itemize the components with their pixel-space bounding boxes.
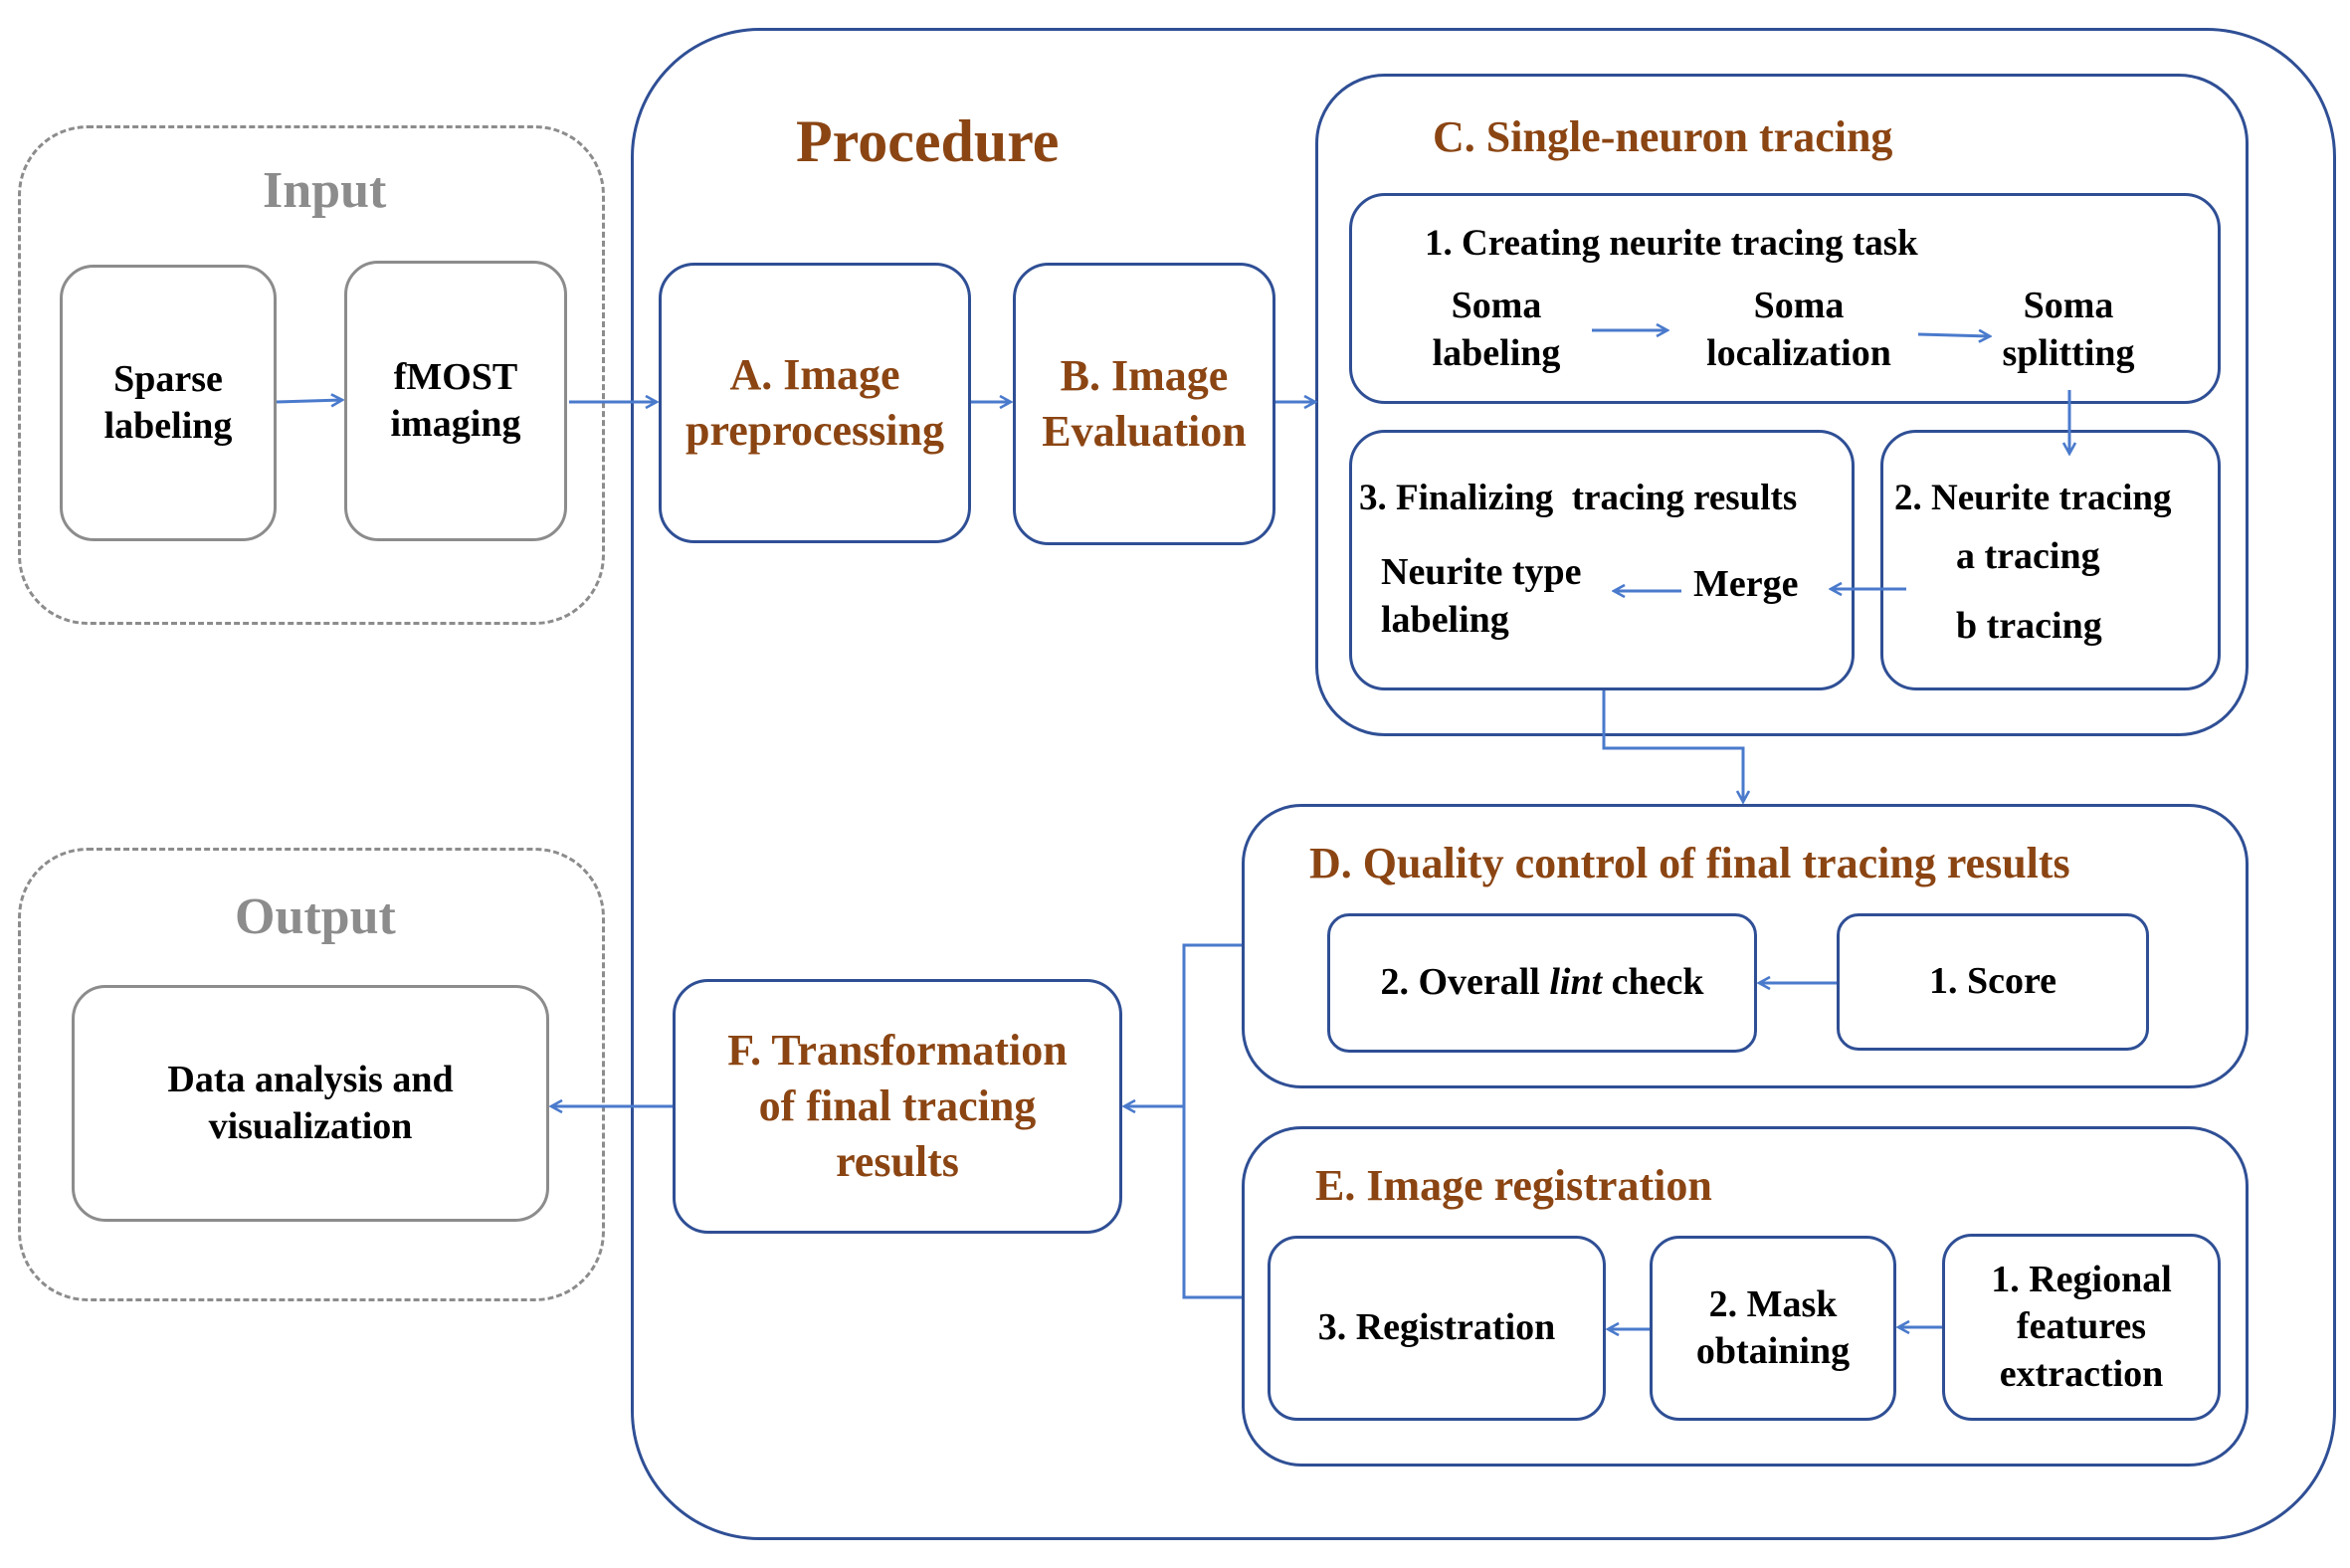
arrow-sparse-to-fmost — [276, 400, 342, 402]
soma-splitting-label: Soma splitting — [2002, 285, 2135, 374]
neurite-tracing-box — [1880, 430, 2221, 690]
data-analysis-box: Data analysis and visualization — [72, 985, 549, 1222]
soma-localization-label: Soma localization — [1706, 285, 1891, 374]
lint-word: lint — [1549, 961, 1603, 1004]
soma-labeling-label: Soma labeling — [1432, 285, 1561, 374]
arrow-finalizing-to-quality — [1602, 690, 1743, 802]
sparse-labeling-box: Sparse labeling — [60, 265, 277, 541]
input-title: Input — [263, 162, 387, 219]
regional-features-box: 1. Regional features extraction — [1942, 1234, 2221, 1421]
output-group — [18, 848, 605, 1301]
image-registration-title: E. Image registration — [1315, 1161, 1712, 1210]
score-box: 1. Score — [1837, 913, 2149, 1051]
neurite-tracing-title: 2. Neurite tracing — [1894, 478, 2172, 518]
lint-check-box: 2. Overall lint check — [1327, 913, 1757, 1053]
mask-obtaining-box: 2. Mask obtaining — [1650, 1236, 1896, 1421]
procedure-title: Procedure — [796, 108, 1060, 174]
image-evaluation-box: B. Image Evaluation — [1013, 263, 1275, 545]
finalizing-title: 3. Finalizing tracing results — [1359, 478, 1798, 518]
b-tracing-label: b tracing — [1956, 605, 2102, 647]
finalizing-box — [1349, 430, 1855, 690]
tracing-task-box — [1349, 193, 2221, 404]
merge-label: Merge — [1693, 563, 1799, 605]
image-registration-panel — [1242, 1126, 2249, 1467]
lint-check-suffix: check — [1602, 961, 1704, 1004]
a-tracing-label: a tracing — [1956, 535, 2100, 577]
connector-quality-bracket — [1182, 943, 1242, 1299]
registration-box: 3. Registration — [1268, 1236, 1606, 1421]
tracing-task-title: 1. Creating neurite tracing task — [1425, 223, 1918, 264]
output-title: Output — [235, 888, 396, 945]
transformation-box: F. Transformation of final tracing resul… — [673, 979, 1122, 1234]
single-neuron-tracing-title: C. Single-neuron tracing — [1433, 112, 1893, 161]
fmost-imaging-box: fMOST imaging — [344, 261, 567, 541]
arrow-soma-localization-to-splitting — [1917, 334, 1990, 336]
quality-control-panel — [1242, 804, 2249, 1088]
procedure-group — [631, 28, 2336, 1540]
image-preprocessing-box: A. Image preprocessing — [659, 263, 971, 543]
input-group — [18, 125, 605, 625]
neurite-type-label: Neurite type labeling — [1381, 551, 1582, 641]
quality-control-title: D. Quality control of final tracing resu… — [1309, 839, 2070, 887]
lint-check-prefix: 2. Overall — [1380, 961, 1550, 1004]
